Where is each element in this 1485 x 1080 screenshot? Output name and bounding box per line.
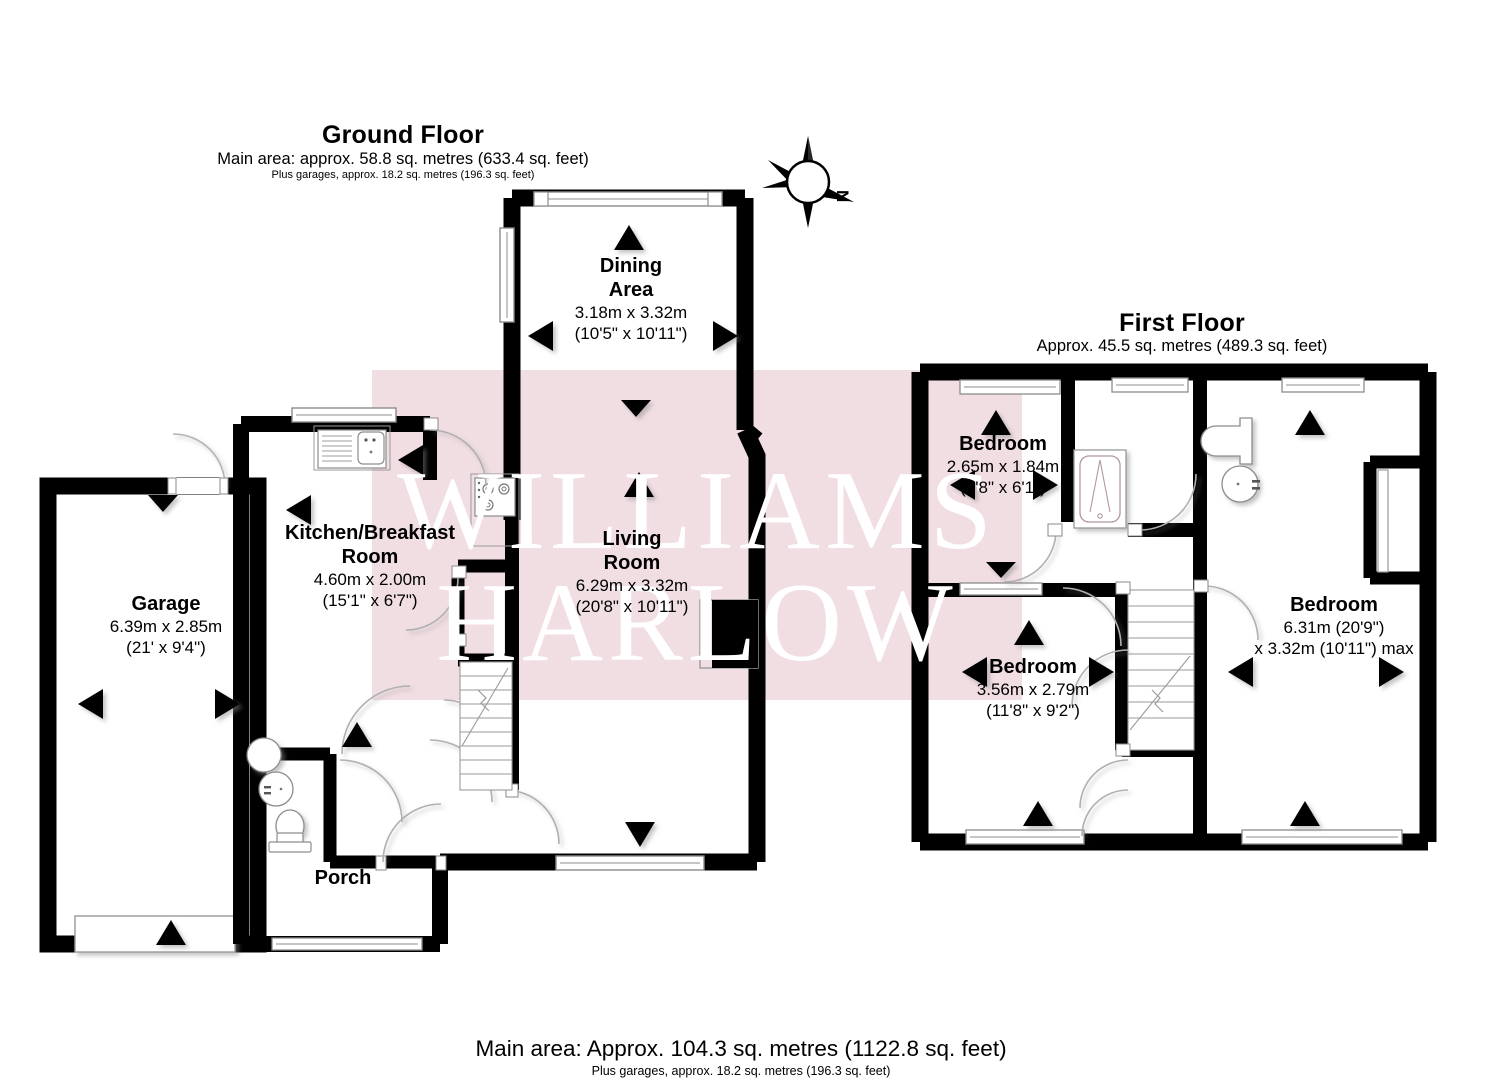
footer-garage-area: Plus garages, approx. 18.2 sq. metres (1… [591, 1064, 891, 1078]
footer-total-area: Main area: Approx. 104.3 sq. metres (112… [475, 1036, 1007, 1061]
room-label-living-room: Living Room 6.29m x 3.32m (20'8" x 10'11… [576, 527, 689, 617]
garage-dim-imperial: (21' x 9'4") [126, 638, 206, 657]
compass-rose [762, 136, 854, 228]
living-room-dim-imperial: (20'8" x 10'11") [575, 597, 689, 616]
cloakroom-basin [246, 737, 294, 807]
bedroom-3-name: Bedroom [1290, 594, 1378, 616]
bedroom-3-dim-imperial: x 3.32m (10'11") max [1254, 639, 1414, 658]
bedroom-1-dim-metric: 2.65m x 1.84m [946, 457, 1060, 476]
first-floor-doors [1003, 473, 1259, 837]
living-room-dim-metric: 6.29m x 3.32m [575, 576, 689, 595]
kitchen-dim-metric: 4.60m x 2.00m [313, 570, 427, 589]
bedroom-2-dim-imperial: (11'8" x 9'2") [986, 701, 1080, 720]
compass-north-label: N [833, 190, 852, 203]
dining-area-name-2: Area [608, 279, 654, 301]
porch-front-door [375, 803, 447, 871]
first-floor-title: First Floor [1119, 309, 1245, 337]
room-label-bedroom-1: Bedroom 2.65m x 1.84m (8'8" x 6'1") [947, 432, 1059, 498]
bedroom-1-name: Bedroom [959, 433, 1047, 455]
bedroom-2-name: Bedroom [989, 656, 1077, 678]
ground-floor-title: Ground Floor [321, 121, 485, 149]
dining-window-top [533, 191, 723, 207]
bathroom-wc [1200, 417, 1253, 465]
garage-walls [39, 433, 267, 953]
ground-floor-subtitle-2: Plus garages, approx. 18.2 sq. metres (1… [271, 169, 535, 181]
garage-dim-metric: 6.39m x 2.85m [109, 617, 223, 636]
kitchen-window-top [291, 407, 397, 423]
cloakroom-wc [268, 809, 312, 853]
kitchen-dim-imperial: (15'1" x 6'7") [322, 591, 418, 610]
dining-area-name: Dining [599, 255, 663, 277]
kitchen-name-2: Room [341, 546, 399, 568]
first-floor-view-markers [950, 410, 1404, 826]
ground-floor-plan [39, 189, 766, 953]
living-room-name: Living [602, 528, 662, 550]
room-label-kitchen-breakfast: Kitchen/Breakfast Room 4.60m x 2.00m (15… [285, 521, 455, 611]
first-floor-plan [911, 363, 1437, 851]
bedroom-1-dim-imperial: (8'8" x 6'1") [960, 478, 1046, 497]
room-label-bedroom-3: Bedroom 6.31m (20'9") x 3.32m (10'11") m… [1254, 593, 1413, 659]
first-floor-staircase [1127, 589, 1195, 751]
ground-floor-staircase [459, 661, 513, 791]
first-floor-windows [959, 377, 1403, 845]
dining-window-left [499, 227, 515, 323]
room-label-dining-area: Dining Area 3.18m x 3.32m (10'5" x 10'11… [575, 254, 688, 344]
kitchen-name: Kitchen/Breakfast [284, 522, 456, 544]
ground-floor-subtitle: Main area: approx. 58.8 sq. metres (633.… [217, 150, 589, 168]
garage-name: Garage [131, 593, 201, 615]
living-window-bottom [555, 855, 705, 871]
bedroom-3-dim-metric: 6.31m (20'9") [1283, 618, 1385, 637]
room-label-bedroom-2: Bedroom 3.56m x 2.79m (11'8" x 9'2") [977, 655, 1089, 721]
first-floor-walls [911, 363, 1437, 851]
porch-outer-window [271, 937, 423, 951]
porch-name: Porch [314, 867, 372, 889]
dining-area-dim-imperial: (10'5" x 10'11") [574, 324, 688, 343]
first-floor-subtitle: Approx. 45.5 sq. metres (489.3 sq. feet) [1036, 337, 1328, 355]
room-label-garage: Garage 6.39m x 2.85m (21' x 9'4") [110, 592, 222, 658]
dining-area-dim-metric: 3.18m x 3.32m [574, 303, 688, 322]
room-label-porch: Porch [315, 866, 372, 890]
bedroom-2-dim-metric: 3.56m x 2.79m [976, 680, 1090, 699]
kitchen-sink [313, 425, 391, 471]
bathroom-basin [1221, 465, 1260, 503]
bathroom-bath [1073, 449, 1127, 529]
ground-floor-view-markers [78, 225, 738, 945]
living-room-name-2: Room [603, 552, 661, 574]
living-chimney-recess [699, 599, 759, 669]
kitchen-hob [470, 473, 520, 547]
